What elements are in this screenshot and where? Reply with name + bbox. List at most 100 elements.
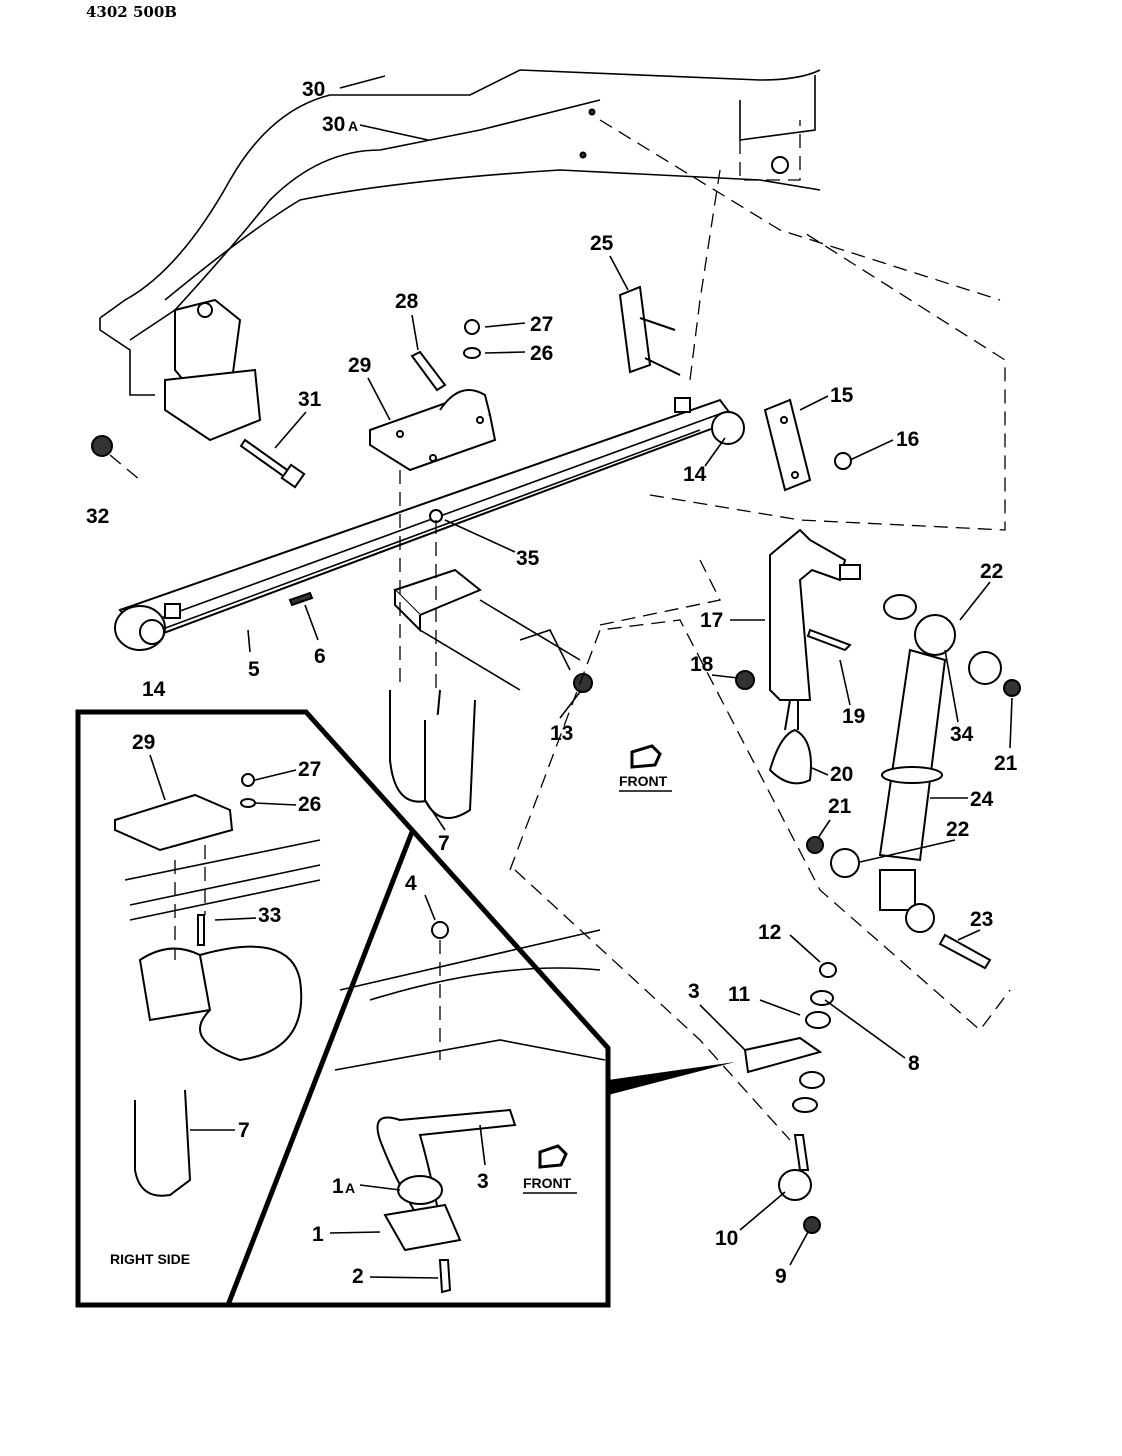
- callout-c27: 27: [298, 758, 321, 781]
- leader-line: [367, 377, 391, 421]
- leader-line: [759, 999, 801, 1016]
- leader-line: [1009, 697, 1013, 749]
- sway-bar-link: [743, 962, 837, 1234]
- callout-c34: 34: [950, 723, 974, 746]
- inset-title: RIGHT SIDE: [110, 1251, 190, 1267]
- leader-line: [811, 767, 829, 776]
- callout-c18: 18: [690, 653, 714, 676]
- leader-line: [424, 894, 436, 921]
- callout-c27: 27: [530, 313, 553, 336]
- leader-line: [479, 1124, 486, 1166]
- callout-c16: 16: [896, 428, 919, 451]
- leader-line: [859, 839, 956, 863]
- leader-line: [411, 314, 419, 351]
- leader-line: [339, 75, 386, 89]
- rear-shackle: [618, 285, 852, 492]
- leader-line: [484, 351, 526, 354]
- hidden-lines: [509, 119, 1011, 1141]
- leader-line: [359, 124, 429, 141]
- leader-line: [704, 437, 726, 467]
- callout-c29: 29: [132, 731, 155, 754]
- callout-c21b: 21: [828, 795, 852, 818]
- callout-c11: 11: [728, 983, 751, 1006]
- callout-c31: 31: [298, 388, 322, 411]
- leader-line: [839, 659, 851, 706]
- shock-bracket: [735, 528, 861, 785]
- leader-line: [699, 1004, 746, 1051]
- callout-c5: 5: [248, 658, 260, 681]
- callout-c12: 12: [758, 921, 781, 944]
- callout-c8: 8: [908, 1052, 920, 1075]
- front-label: FRONT: [619, 773, 668, 789]
- inset-right-side-detail: [114, 773, 321, 1197]
- spring-front-hanger: [164, 298, 262, 442]
- callout-c2: 2: [352, 1265, 364, 1288]
- callout-suffix: A: [348, 118, 358, 134]
- callout-c21a: 21: [994, 752, 1018, 775]
- spring-plate: [369, 319, 497, 523]
- callout-c28: 28: [395, 290, 419, 313]
- callout-c3a: 3: [688, 980, 700, 1003]
- callout-c10: 10: [715, 1227, 738, 1250]
- leader-line: [959, 581, 991, 621]
- leader-line: [274, 411, 307, 449]
- callout-c30: 30: [302, 78, 325, 101]
- callout-c22b: 22: [946, 818, 969, 841]
- callout-c32: 32: [86, 505, 109, 528]
- leader-line: [254, 802, 297, 806]
- callout-c35: 35: [516, 547, 540, 570]
- callout-suffix: A: [345, 1180, 355, 1196]
- leader-line: [214, 917, 257, 921]
- front-arrow-icon: [538, 744, 662, 1169]
- callout-c13: 13: [550, 722, 573, 745]
- leader-line: [359, 1184, 401, 1191]
- callout-c33: 33: [258, 904, 281, 927]
- leader-line: [789, 934, 821, 963]
- leader-line: [149, 754, 166, 801]
- callout-c30a: 30: [322, 113, 345, 136]
- leader-line: [711, 674, 739, 679]
- sway-bar-detail: [334, 921, 606, 1294]
- front-label-inset: FRONT: [523, 1175, 572, 1191]
- leader-line: [609, 255, 629, 291]
- callout-c25: 25: [590, 232, 614, 255]
- callout-c6: 6: [314, 645, 326, 668]
- callout-c1a: 1: [332, 1175, 344, 1198]
- callout-c24: 24: [970, 788, 994, 811]
- leader-line: [849, 439, 894, 461]
- leaf-spring: [114, 397, 745, 651]
- leader-line: [799, 395, 829, 411]
- callout-c3b: 3: [477, 1170, 489, 1193]
- callout-c19: 19: [842, 705, 865, 728]
- callout-c29: 29: [348, 354, 371, 377]
- frame-rail: [99, 69, 821, 396]
- leader-line: [304, 604, 319, 641]
- shock-absorber: [806, 594, 1021, 970]
- leader-line: [824, 999, 906, 1059]
- leader-line: [247, 629, 251, 653]
- callout-c14a: 14: [683, 463, 707, 486]
- leader-line: [329, 1231, 381, 1234]
- leader-line: [254, 769, 297, 781]
- u-bolts: [389, 470, 476, 819]
- callout-c9: 9: [775, 1265, 787, 1288]
- diagram-code: 4302 500B: [86, 3, 177, 21]
- callout-c22a: 22: [980, 560, 1003, 583]
- callout-c1: 1: [312, 1223, 324, 1246]
- leader-line: [424, 799, 446, 831]
- inset-frame: [75, 709, 735, 1308]
- leader-line: [944, 649, 959, 723]
- callout-c7: 7: [238, 1119, 250, 1142]
- leader-line: [369, 1276, 439, 1279]
- callout-c17: 17: [700, 609, 723, 632]
- callout-c20: 20: [830, 763, 853, 786]
- leader-line: [484, 322, 526, 328]
- leader-line: [789, 1231, 809, 1266]
- axle-spring-seat: [393, 568, 593, 693]
- callout-c15: 15: [830, 384, 854, 407]
- callout-c26: 26: [298, 793, 321, 816]
- callout-c26: 26: [530, 342, 553, 365]
- callout-c4: 4: [405, 872, 417, 895]
